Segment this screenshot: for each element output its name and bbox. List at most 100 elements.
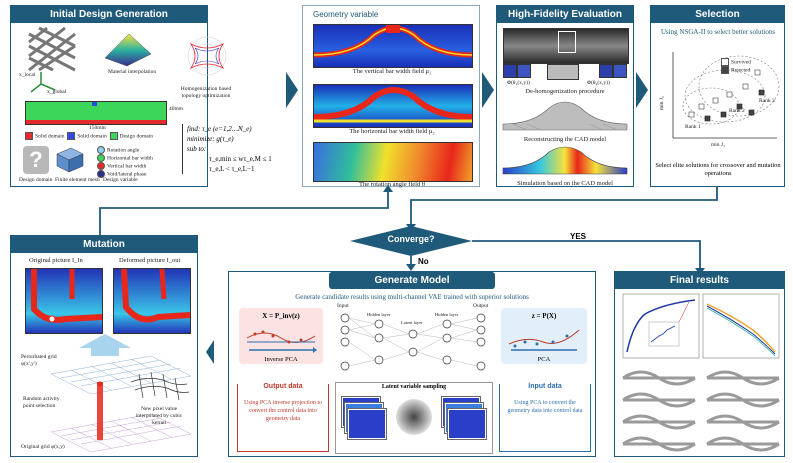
var-item-0: Rotation angle: [107, 147, 140, 154]
pca-label: PCA: [537, 356, 551, 363]
hifi-caption-2: Reconstructing the CAD model: [523, 136, 607, 143]
initial-design-title: Initial Design Generation: [11, 6, 207, 23]
pareto-xaxis: min J₁: [711, 142, 725, 148]
field-theta-caption: The rotation angle field θ: [359, 181, 425, 188]
latent-sampling-title: Latent variable sampling: [381, 384, 447, 390]
selection-footer: Select elite solutions for crossover and…: [655, 162, 781, 177]
new-pixel-label: New pixel value interpolated by cubic ke…: [135, 406, 183, 426]
inverse-pca-label: Inverse PCA: [264, 356, 298, 363]
design-variable-list: Rotation angle Horizontal bar width Vert…: [97, 146, 153, 178]
inverse-pca-plot: [246, 330, 317, 353]
legend-design: Design domain: [119, 133, 153, 140]
pca-box: z = P(X) PCA: [501, 308, 587, 364]
domain-legend: Solid domain Solid domain Design domain: [25, 132, 153, 140]
vae-input-label: Input: [337, 303, 349, 309]
xpz-label: X = P_inv(z): [262, 312, 300, 320]
zpx-label: z = P(X): [531, 312, 557, 320]
converge-no: No: [418, 257, 429, 266]
original-grid-label: Original grid φ(x,y): [21, 444, 65, 450]
up-arrow: [79, 334, 131, 348]
hifi-caption-1: De-homogenization procedure: [525, 88, 605, 95]
eq-find: find: τ_e (e=1,2…N_e): [187, 125, 252, 133]
eq-sub: sub to:: [187, 145, 207, 153]
deformed-picture-label: Deformed picture I_out: [119, 257, 181, 264]
fe-mesh-icon: [56, 147, 84, 173]
field-mu2: [313, 84, 473, 128]
geometry-title: Geometry variable: [313, 10, 379, 19]
vae-output-label: Output: [473, 303, 489, 309]
material-interpolation-caption: Material interpolation: [108, 69, 157, 75]
legend-rejected: Rejected: [721, 66, 750, 74]
legend-survived: Survived: [721, 58, 751, 66]
converge-label: Converge?: [387, 234, 435, 244]
selection-panel: Selection Using NSGA-II to select better…: [650, 5, 785, 187]
eq-c1: τ_e,min ≤ wτ_e,M ≤ 1: [209, 155, 272, 163]
convergence-plot-1: [622, 293, 700, 359]
input-data-title: Input data: [500, 383, 590, 390]
phi1-label: Φ(θ₁(x,y)): [507, 80, 530, 86]
selection-title: Selection: [651, 6, 784, 23]
legend-solid-red: Solid domain: [35, 133, 65, 140]
rank-3-label: Rank 3: [759, 98, 775, 104]
vae-network: [340, 313, 486, 371]
design-domain-caption: Design domain: [19, 177, 53, 183]
pareto-plot: [672, 52, 780, 139]
final-results-title: Final results: [615, 272, 784, 289]
optimization-equation: find: τ_e (e=1,2…N_e) minimize: g(τ_e) s…: [182, 124, 287, 174]
legend-rejected-label: Rejected: [731, 67, 751, 74]
phi2-label: Φ(θ₂(x,y)): [587, 80, 610, 86]
random-selection-label: Random activity point selection: [23, 396, 60, 409]
initial-design-panel: Initial Design Generation x_local x_glob…: [10, 5, 231, 187]
legend-solid-blue: Solid domain: [77, 133, 107, 140]
mutation-title: Mutation: [11, 236, 197, 253]
fe-mesh-caption: Finite element mesh: [55, 177, 100, 183]
field-mu1-caption: The vertical bar width field μ₁: [352, 68, 432, 75]
input-data-box: Input data Using PCA to convert the geom…: [499, 383, 591, 452]
inverse-pca-box: X = P_inv(z) Inverse PCA: [239, 308, 323, 364]
hifi-panel: High-Fidelity Evaluation Φ(θ₁(x,y)) Φ(θ₂…: [496, 5, 634, 187]
dehomog-image: [503, 28, 629, 64]
simulation-model: [502, 146, 628, 175]
orig-picture: [25, 268, 103, 334]
latent-stack-right: [442, 397, 486, 441]
eq-c2: τ_e,L < τ_e,L−1: [209, 165, 255, 173]
latent-stack-left: [342, 397, 386, 441]
dim-40mm: 40mm: [169, 106, 184, 112]
output-data-title: Output data: [238, 383, 328, 390]
x-global-label: x_global: [47, 89, 67, 95]
homogenization-caption: Homogenization based topology optimizati…: [180, 86, 232, 99]
design-domain-bar: [25, 101, 167, 125]
field-mu1: [313, 24, 473, 68]
perturbated-grid-label: Perturbated grid φ(x',y'): [21, 354, 57, 367]
rank-1-label: Rank 1: [685, 124, 701, 130]
dim-150mm: 150mm: [89, 125, 106, 131]
flow-arrow-1: [286, 72, 298, 108]
vae-hidden1-label: Hidden layer: [367, 312, 391, 317]
field-theta: [313, 142, 473, 182]
mutation-panel: Mutation Original picture I_In Deformed …: [10, 235, 198, 457]
vae-latent-label: Latent layer: [401, 320, 423, 325]
latent-circle: [396, 399, 432, 435]
rank-2-label: Rank 2: [729, 108, 745, 114]
eq-min: minimize: g(τ_e): [187, 135, 234, 143]
field-mu2-caption: The horizontal bar width field μ₂: [349, 128, 435, 135]
generate-subtitle: Generate candidate results using multi-c…: [295, 293, 529, 301]
dehomog-tiles: [503, 64, 627, 80]
var-item-2: Vertical bar width: [107, 163, 147, 170]
generate-panel: Generate Model Generate candidate result…: [228, 271, 596, 457]
geometry-panel: Geometry variable The vertical bar width…: [302, 5, 480, 188]
convergence-plot-2: [702, 293, 780, 359]
converge-diamond: [350, 226, 472, 256]
axes-icon: [30, 72, 56, 93]
material-surface: [104, 33, 152, 67]
polar-plot: [187, 36, 227, 76]
question-box: ?: [23, 146, 49, 174]
output-data-text: Using PCA inverse projection to convert …: [244, 400, 322, 422]
vae-hidden2-label: Hidden layer: [435, 312, 459, 317]
converge-yes: YES: [570, 232, 587, 241]
input-data-text: Using PCA to convert the geometry data i…: [507, 400, 583, 414]
latent-sampling-box: Latent variable sampling: [335, 382, 493, 454]
final-results-panel: Final results: [614, 271, 785, 457]
var-item-3: Void/lateral phase: [107, 171, 147, 178]
